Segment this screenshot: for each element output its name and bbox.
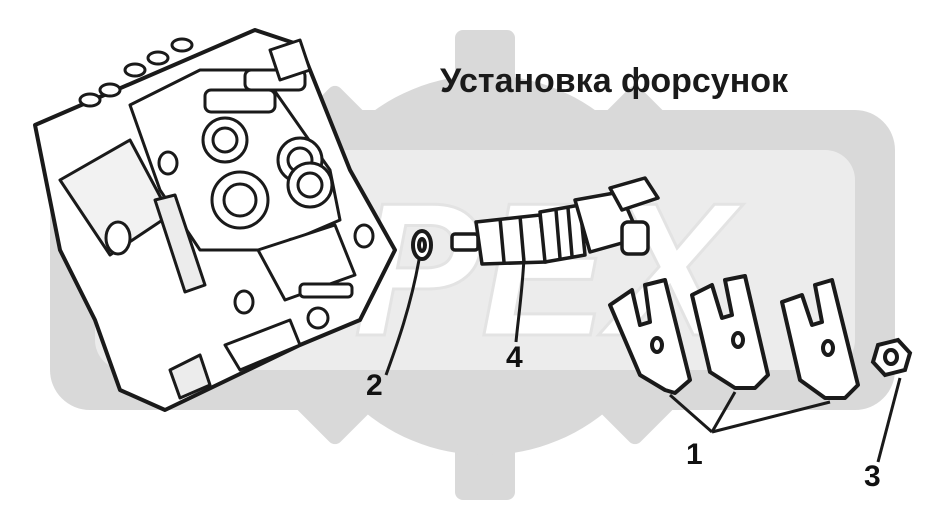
leader-2 (384, 259, 421, 376)
callout-1: 1 (686, 438, 703, 471)
leader-1a (669, 393, 713, 434)
callout-4: 4 (506, 341, 523, 374)
leader-3 (876, 377, 902, 463)
part-2-washer (411, 229, 433, 261)
cylinder-head (33, 28, 397, 412)
leader-1c (711, 400, 831, 434)
diagram-title: Установка форсунок (440, 62, 789, 100)
leader-4 (514, 257, 526, 343)
callout-3: 3 (864, 460, 881, 493)
part-4-injector (450, 176, 660, 266)
part-3-nut (870, 337, 913, 378)
leader-lines (384, 257, 902, 463)
part-1-clamps (608, 274, 860, 400)
callout-2: 2 (366, 369, 383, 402)
leader-1b (710, 391, 737, 433)
